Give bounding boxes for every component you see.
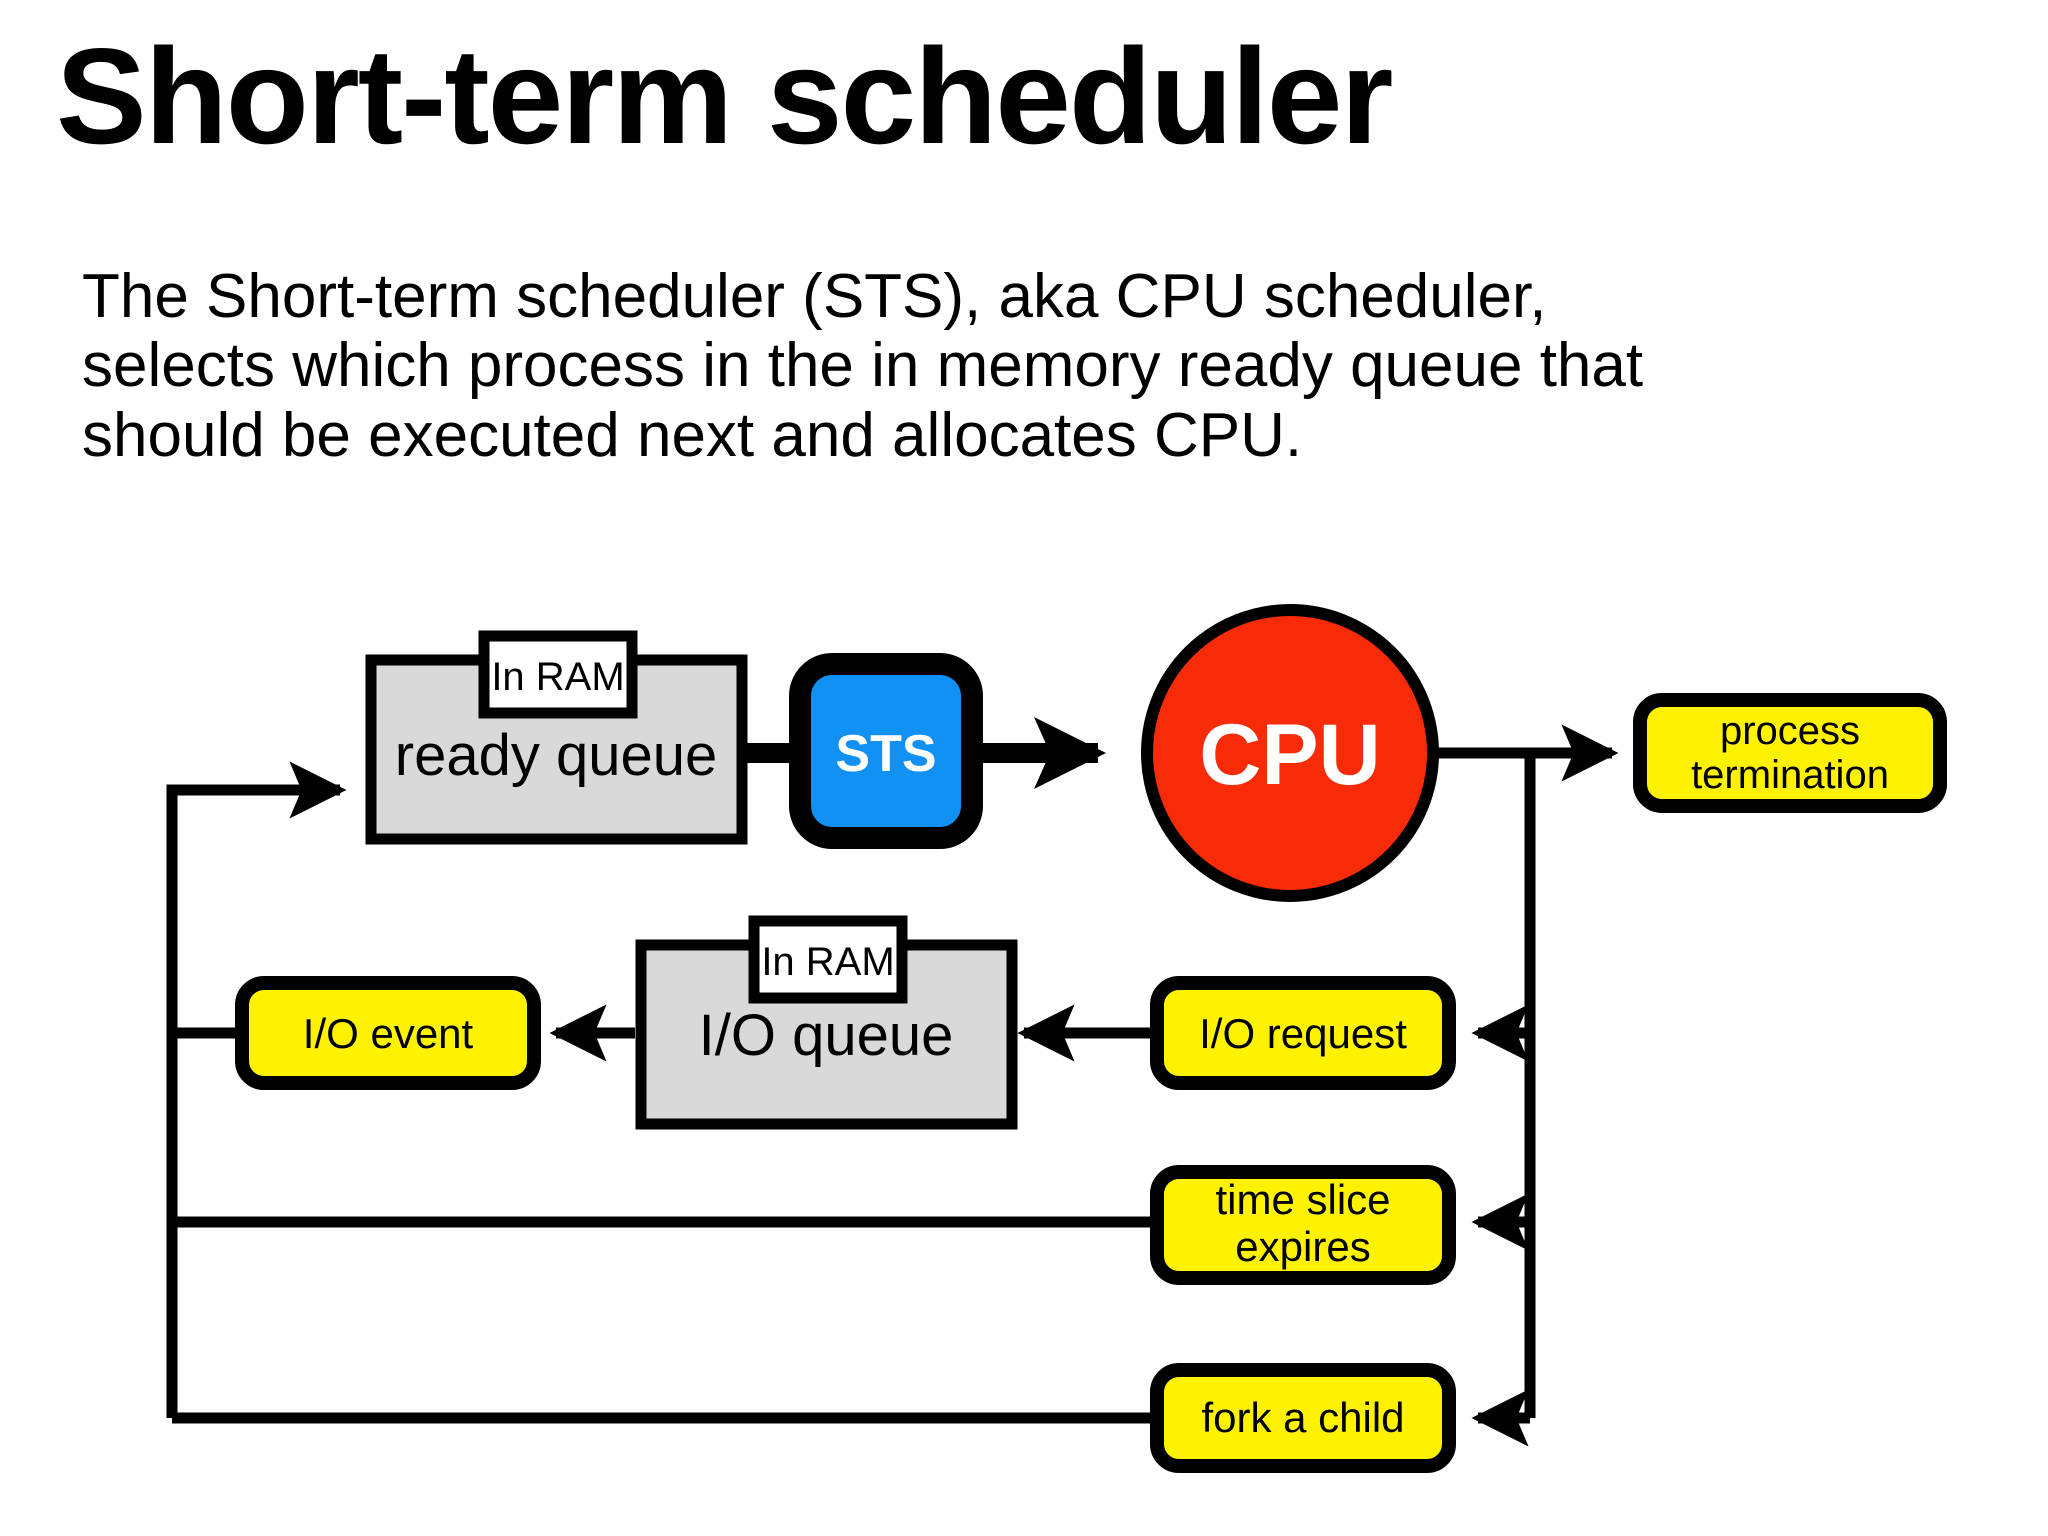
ready-queue-ram-tab xyxy=(478,630,638,719)
io-request-label: I/O request xyxy=(1199,1010,1407,1057)
node-fork-a-child[interactable]: fork a child xyxy=(1150,1363,1456,1473)
time-slice-expires-box[interactable] xyxy=(1150,1165,1456,1285)
node-sts[interactable]: STS xyxy=(789,653,983,849)
cpu-label: CPU xyxy=(1199,707,1381,803)
fork-a-child-label: fork a child xyxy=(1201,1394,1404,1441)
body-line-1: The Short-term scheduler (STS), aka CPU … xyxy=(82,262,1547,331)
process-termination-label-line1: process xyxy=(1720,709,1860,753)
node-process-termination[interactable]: process termination xyxy=(1633,693,1947,813)
body-line-2: selects which process in the in memory r… xyxy=(82,331,1644,401)
fork-a-child-box[interactable] xyxy=(1150,1363,1456,1473)
time-slice-expires-label-line2: expires xyxy=(1235,1223,1370,1270)
cpu-circle[interactable] xyxy=(1141,604,1439,902)
edge-left-bus xyxy=(166,761,347,1418)
page-title: Short-term scheduler xyxy=(56,20,1393,172)
node-io-request[interactable]: I/O request xyxy=(1150,976,1456,1090)
io-queue-ram-tab xyxy=(748,915,908,1004)
ready-queue-ram-label: In RAM xyxy=(491,655,624,699)
ready-queue-label: ready queue xyxy=(395,723,717,788)
node-time-slice-expires[interactable]: time slice expires xyxy=(1150,1165,1456,1285)
io-queue-ram-label: In RAM xyxy=(761,940,894,984)
node-cpu[interactable]: CPU xyxy=(1141,604,1439,902)
sts-label: STS xyxy=(835,725,936,783)
node-io-queue[interactable]: I/O queue In RAM xyxy=(635,915,1018,1130)
time-slice-expires-label-line1: time slice xyxy=(1215,1176,1390,1223)
io-request-box[interactable] xyxy=(1150,976,1456,1090)
sts-box[interactable] xyxy=(789,653,983,849)
io-queue-label: I/O queue xyxy=(699,1003,954,1068)
io-event-box[interactable] xyxy=(235,976,541,1090)
slide-body-text: The Short-term scheduler (STS), aka CPU … xyxy=(82,262,1982,470)
node-io-event[interactable]: I/O event xyxy=(235,976,541,1090)
io-event-label: I/O event xyxy=(303,1010,474,1057)
body-line-3: should be executed next and allocates CP… xyxy=(82,400,1303,470)
process-termination-box[interactable] xyxy=(1633,693,1947,813)
node-ready-queue[interactable]: ready queue In RAM xyxy=(365,630,748,845)
process-termination-label-line2: termination xyxy=(1691,753,1889,797)
